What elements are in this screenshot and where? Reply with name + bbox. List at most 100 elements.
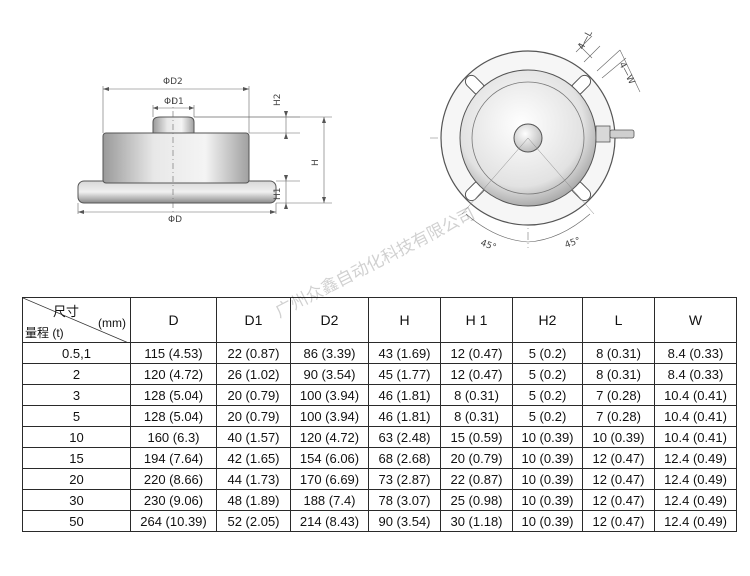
table-cell: 10 (0.39)	[512, 447, 583, 469]
label-h2: H2	[273, 94, 283, 107]
label-h1: H1	[273, 188, 283, 201]
table-row: 2 120 (4.72) 26 (1.02) 90 (3.54) 45 (1.7…	[22, 363, 737, 385]
table-cell: 48 (1.89)	[216, 489, 291, 511]
table-cell: 10.4 (0.41)	[654, 426, 737, 448]
table-cell: 264 (10.39)	[130, 510, 217, 532]
label-angle-right: 45°	[564, 236, 582, 251]
table-cell: 115 (4.53)	[130, 342, 217, 364]
side-view: ΦD2 ΦD1 ΦD H2	[77, 77, 332, 225]
table-cell: 12 (0.47)	[440, 342, 513, 364]
table-cell: 42 (1.65)	[216, 447, 291, 469]
table-cell: 154 (6.06)	[290, 447, 369, 469]
table-row: 20 220 (8.66) 44 (1.73) 170 (6.69) 73 (2…	[22, 468, 737, 490]
table-cell: 5	[22, 405, 131, 427]
label-d: ΦD	[168, 215, 182, 225]
table-cell: 30 (1.18)	[440, 510, 513, 532]
table-cell: 20 (0.79)	[216, 405, 291, 427]
table-cell: 10 (0.39)	[512, 510, 583, 532]
table-cell: 214 (8.43)	[290, 510, 369, 532]
column-header: L	[582, 297, 655, 343]
table-cell: 12 (0.47)	[582, 468, 655, 490]
table-cell: 30	[22, 489, 131, 511]
table-cell: 63 (2.48)	[368, 426, 441, 448]
table-cell: 44 (1.73)	[216, 468, 291, 490]
table-cell: 12 (0.47)	[440, 363, 513, 385]
technical-drawings: ΦD2 ΦD1 ΦD H2	[77, 29, 641, 253]
table-cell: 15	[22, 447, 131, 469]
table-row: 0.5,1 115 (4.53) 22 (0.87) 86 (3.39) 43 …	[22, 342, 737, 364]
table-cell: 10	[22, 426, 131, 448]
table-row: 50 264 (10.39) 52 (2.05) 214 (8.43) 90 (…	[22, 510, 737, 532]
table-cell: 20 (0.79)	[216, 384, 291, 406]
table-cell: 160 (6.3)	[130, 426, 217, 448]
table-cell: 8 (0.31)	[440, 405, 513, 427]
table-cell: 10 (0.39)	[582, 426, 655, 448]
table-cell: 22 (0.87)	[216, 342, 291, 364]
column-header: H2	[512, 297, 583, 343]
table-cell: 8 (0.31)	[440, 384, 513, 406]
table-cell: 220 (8.66)	[130, 468, 217, 490]
table-cell: 8 (0.31)	[582, 342, 655, 364]
column-header: H 1	[440, 297, 513, 343]
table-cell: 46 (1.81)	[368, 384, 441, 406]
corner-top-label: 尺寸	[53, 304, 80, 319]
table-row: 10 160 (6.3) 40 (1.57) 120 (4.72) 63 (2.…	[22, 426, 737, 448]
table-cell: 50	[22, 510, 131, 532]
column-header: W	[654, 297, 737, 343]
table-cell: 7 (0.28)	[582, 384, 655, 406]
table-cell: 170 (6.69)	[290, 468, 369, 490]
label-w: 4—W	[616, 61, 636, 87]
top-view: 4—L 4—W 45° 45°	[430, 29, 641, 253]
table-cell: 2	[22, 363, 131, 385]
table-cell: 8 (0.31)	[582, 363, 655, 385]
table-cell: 52 (2.05)	[216, 510, 291, 532]
column-header: H	[368, 297, 441, 343]
table-cell: 0.5,1	[22, 342, 131, 364]
table-cell: 7 (0.28)	[582, 405, 655, 427]
label-l: 4—L	[577, 29, 595, 51]
table-cell: 20	[22, 468, 131, 490]
table-cell: 15 (0.59)	[440, 426, 513, 448]
table-cell: 26 (1.02)	[216, 363, 291, 385]
table-cell: 12.4 (0.49)	[654, 510, 737, 532]
table-cell: 3	[22, 384, 131, 406]
table-cell: 68 (2.68)	[368, 447, 441, 469]
table-cell: 128 (5.04)	[130, 405, 217, 427]
table-cell: 25 (0.98)	[440, 489, 513, 511]
table-cell: 10.4 (0.41)	[654, 384, 737, 406]
table-cell: 188 (7.4)	[290, 489, 369, 511]
table-cell: 10.4 (0.41)	[654, 405, 737, 427]
label-h: H	[311, 159, 321, 166]
table-cell: 40 (1.57)	[216, 426, 291, 448]
table-cell: 90 (3.54)	[368, 510, 441, 532]
table-cell: 20 (0.79)	[440, 447, 513, 469]
table-cell: 5 (0.2)	[512, 342, 583, 364]
table-cell: 100 (3.94)	[290, 384, 369, 406]
table-cell: 43 (1.69)	[368, 342, 441, 364]
table-cell: 12.4 (0.49)	[654, 468, 737, 490]
table-cell: 12 (0.47)	[582, 489, 655, 511]
column-header: D	[130, 297, 217, 343]
table-cell: 86 (3.39)	[290, 342, 369, 364]
label-angle-left: 45°	[479, 238, 497, 253]
table-header-row: 尺寸 (mm) 量程 (t) D D1 D2 H H 1 H2 L W	[22, 297, 737, 343]
table-cell: 22 (0.87)	[440, 468, 513, 490]
table-cell: 100 (3.94)	[290, 405, 369, 427]
table-cell: 12.4 (0.49)	[654, 447, 737, 469]
table-row: 5 128 (5.04) 20 (0.79) 100 (3.94) 46 (1.…	[22, 405, 737, 427]
spec-table: 尺寸 (mm) 量程 (t) D D1 D2 H H 1 H2 L W 0.5,…	[22, 297, 737, 532]
table-cell: 8.4 (0.33)	[654, 363, 737, 385]
table-cell: 45 (1.77)	[368, 363, 441, 385]
table-cell: 5 (0.2)	[512, 405, 583, 427]
corner-bottom-label: 量程 (t)	[25, 326, 64, 340]
column-header: D2	[290, 297, 369, 343]
table-cell: 120 (4.72)	[130, 363, 217, 385]
table-cell: 12 (0.47)	[582, 510, 655, 532]
table-row: 15 194 (7.64) 42 (1.65) 154 (6.06) 68 (2…	[22, 447, 737, 469]
table-cell: 12 (0.47)	[582, 447, 655, 469]
table-cell: 46 (1.81)	[368, 405, 441, 427]
table-cell: 73 (2.87)	[368, 468, 441, 490]
table-cell: 5 (0.2)	[512, 363, 583, 385]
table-cell: 10 (0.39)	[512, 426, 583, 448]
label-d1: ΦD1	[164, 97, 184, 107]
